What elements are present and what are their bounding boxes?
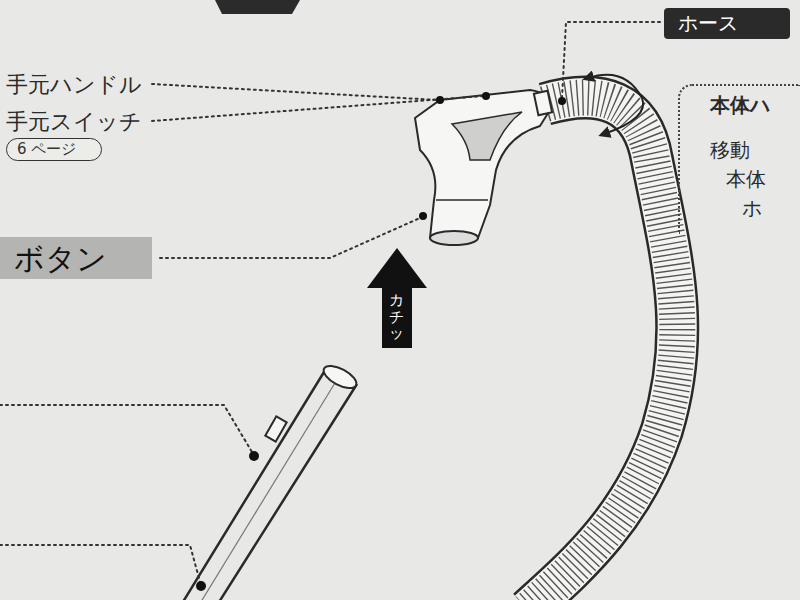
info-panel: 本体ハ移動本体ホ	[678, 84, 800, 234]
page-ref-box: 6 ページ	[6, 138, 102, 161]
leader-line	[562, 22, 660, 98]
arrow-fill	[367, 248, 427, 348]
node-text: ホ	[742, 195, 800, 222]
header-band	[215, 0, 300, 14]
part-name-band: ボタン	[0, 237, 152, 279]
leader-lines	[0, 22, 660, 582]
wand-outline	[178, 372, 357, 600]
wand-end	[320, 361, 359, 392]
leader-dot	[436, 96, 444, 104]
hose-outline	[528, 98, 677, 600]
leader-dots	[196, 92, 566, 591]
leader-dot	[558, 97, 566, 105]
wand-line	[196, 378, 338, 600]
leader-dot	[249, 451, 259, 461]
part-label: 手元ハンドル	[6, 70, 142, 100]
part-tab: ホース	[664, 8, 790, 39]
click-arrow: カチッ	[367, 248, 427, 348]
node-text: ホース	[678, 10, 776, 37]
node-text: 本体	[726, 166, 800, 193]
part-label: 手元スイッチ	[6, 107, 142, 137]
leader-line	[152, 84, 438, 100]
leader-dot	[196, 581, 206, 591]
hose-body	[528, 98, 677, 600]
node-text: 6 ページ	[17, 140, 91, 159]
rotation-arrow	[588, 75, 643, 134]
grip-socket	[430, 231, 478, 245]
leader-line	[160, 218, 420, 258]
grip-opening	[452, 112, 522, 160]
wand-button	[265, 416, 286, 441]
node-text: 移動	[710, 137, 800, 164]
grip-seam	[436, 199, 488, 201]
node-text: ボタン	[14, 239, 140, 280]
leader-line	[152, 96, 484, 121]
hand-grip	[415, 90, 550, 242]
hose-ribs	[528, 98, 677, 600]
leader-dot	[482, 92, 490, 100]
leader-line	[0, 405, 252, 452]
hose-collar	[534, 91, 552, 115]
leader-line	[0, 545, 200, 582]
click-sound-text: カチッ	[389, 292, 404, 342]
leader-dot	[419, 212, 427, 220]
node-text: 本体ハ	[710, 92, 800, 119]
